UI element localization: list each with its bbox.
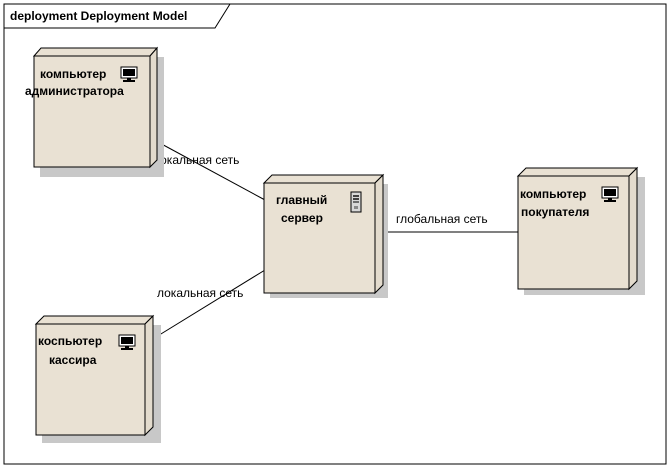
frame-title-tab <box>4 3 231 29</box>
node-admin-label-line1: компьютер <box>40 67 106 81</box>
edge-label-server-buyer: глобальная сеть <box>396 212 488 226</box>
node-cashier-label-line2: кассира <box>49 353 97 367</box>
node-buyer-computer[interactable]: компьютер покупателя <box>516 166 645 295</box>
node-admin-label-line2: администратора <box>25 84 124 98</box>
node-admin-computer[interactable]: компьютер администратора <box>25 46 164 177</box>
server-tower-icon <box>350 191 362 213</box>
connector-cashier-server <box>155 269 266 338</box>
node-server-label-line1: главный <box>276 193 327 207</box>
frame-title: deployment Deployment Model <box>10 9 187 23</box>
edge-label-cashier-server: локальная сеть <box>157 286 243 300</box>
node-cashier-computer[interactable]: коспьютер кассира <box>34 314 161 443</box>
connector-admin-server <box>155 140 266 201</box>
node-server-label-line2: сервер <box>281 211 323 225</box>
node-buyer-label-line2: покупателя <box>521 205 589 219</box>
node-cashier-label-line1: коспьютер <box>38 334 102 348</box>
node-buyer-label-line1: компьютер <box>520 187 586 201</box>
node-main-server[interactable]: главный сервер <box>262 173 388 298</box>
edge-label-admin-server: локальная сеть <box>153 153 239 167</box>
